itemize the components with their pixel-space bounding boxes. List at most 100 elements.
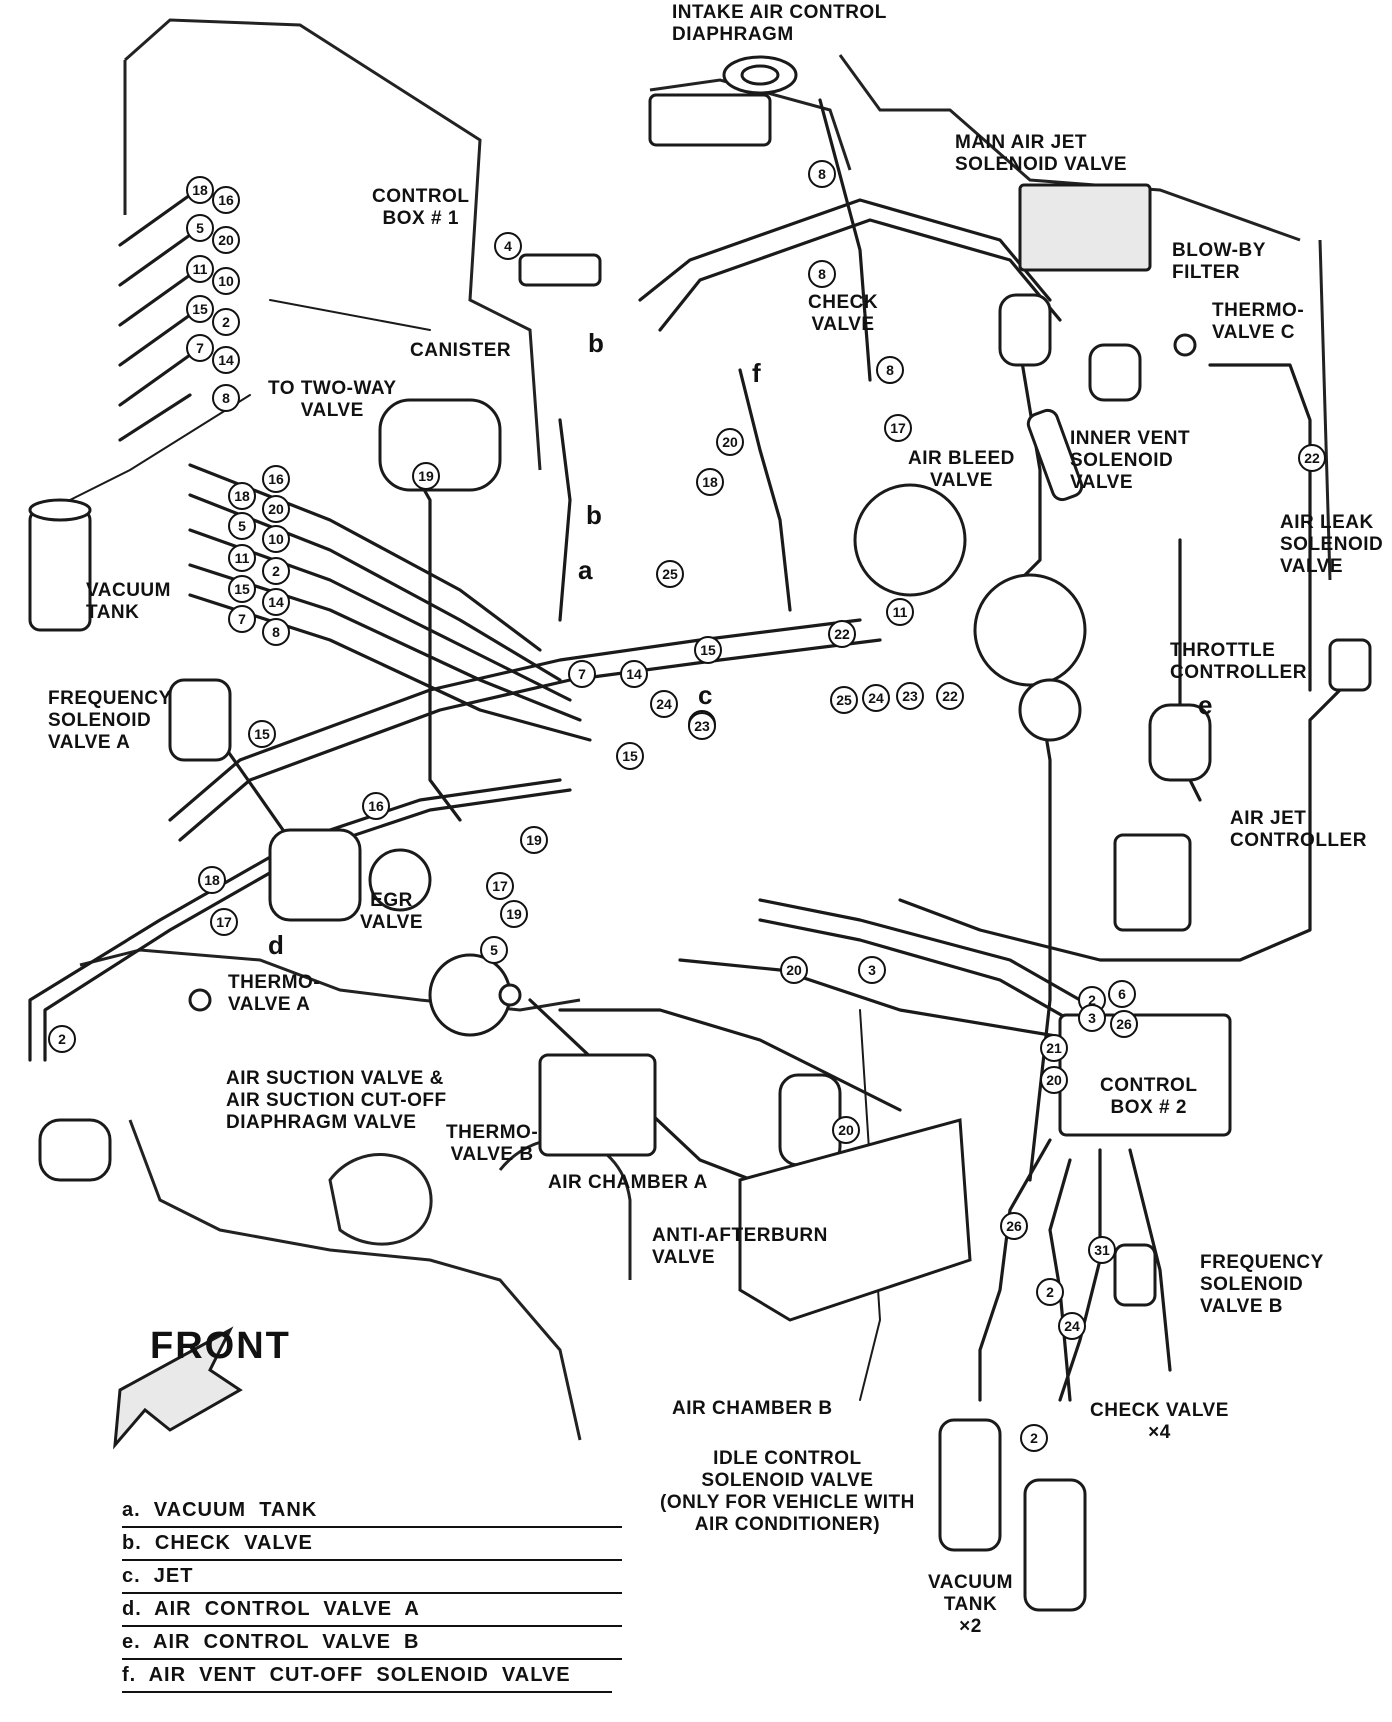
carburetor-1-icon (853, 483, 967, 597)
legend-item-e: e. AIR CONTROL VALVE B (122, 1627, 622, 1660)
hose-tag: 24 (862, 684, 890, 712)
hose-tag: 20 (780, 956, 808, 984)
front-label: FRONT (150, 1325, 291, 1367)
hose-tag: 25 (830, 686, 858, 714)
hose-tag: 8 (808, 260, 836, 288)
letter-e: e (1198, 690, 1213, 720)
hose-tag: 14 (212, 346, 240, 374)
hose-tag: 7 (568, 660, 596, 688)
thermo-valve-a-icon (188, 988, 212, 1012)
hose-tag: 2 (262, 557, 290, 585)
letter-d: d (268, 930, 284, 960)
label-idle-control-solenoid-valve: IDLE CONTROL SOLENOID VALVE (ONLY FOR VE… (660, 1448, 915, 1535)
intake-horn-icon (38, 1118, 112, 1182)
hose-tag: 8 (876, 356, 904, 384)
hose-tag: 17 (210, 908, 238, 936)
hose-tag: 23 (896, 682, 924, 710)
hose-tag: 2 (212, 308, 240, 336)
label-frequency-solenoid-valve-b: FREQUENCY SOLENOID VALVE B (1200, 1252, 1324, 1317)
air-suction-valve-icon (428, 953, 512, 1037)
label-air-chamber-b: AIR CHAMBER B (672, 1398, 833, 1419)
air-chamber-b-icon (738, 1118, 972, 1322)
legend-item-b: b. CHECK VALVE (122, 1528, 622, 1561)
hose-tag: 18 (186, 176, 214, 204)
label-egr-valve: EGR VALVE (360, 890, 424, 933)
hose-tag: 3 (1078, 1004, 1106, 1032)
label-vacuum-tank-left: VACUUM TANK (86, 580, 171, 623)
air-chamber-a-icon (538, 1053, 657, 1157)
hose-tag: 10 (212, 267, 240, 295)
label-main-air-jet-solenoid-valve: MAIN AIR JET SOLENOID VALVE (955, 132, 1128, 175)
hose-tag: 7 (228, 605, 256, 633)
vacuum-tank-1-icon (938, 1418, 1002, 1552)
hose-tag: 19 (500, 900, 528, 928)
label-anti-afterburn-valve: ANTI-AFTERBURN VALVE (652, 1225, 828, 1268)
inner-vent-solenoid-icon (1088, 343, 1142, 402)
blow-by-filter-icon (1018, 183, 1152, 272)
hose-tag: 18 (198, 866, 226, 894)
label-thermo-valve-a: THERMO- VALVE A (228, 972, 321, 1015)
hose-tag: 20 (1040, 1066, 1068, 1094)
hose-tag: 15 (186, 295, 214, 323)
hose-tag: 11 (186, 255, 214, 283)
hose-tag: 14 (262, 588, 290, 616)
hose-tag: 8 (808, 160, 836, 188)
throttle-controller-icon (1018, 678, 1082, 742)
hose-tag: 18 (228, 482, 256, 510)
hose-tag: 22 (1298, 444, 1326, 472)
hose-tag: 20 (832, 1116, 860, 1144)
frequency-solenoid-b-icon (1113, 1243, 1157, 1307)
hose-tag: 19 (520, 826, 548, 854)
hose-tag: 18 (696, 468, 724, 496)
air-control-valve-a-icon (268, 828, 362, 922)
hose-tag: 2 (1036, 1278, 1064, 1306)
label-control-box-1: CONTROL BOX # 1 (372, 186, 470, 229)
letter-b: b (586, 500, 602, 530)
hose-tag: 24 (1058, 1312, 1086, 1340)
hose-tag: 22 (936, 682, 964, 710)
vacuum-tank-2-icon (1023, 1478, 1087, 1612)
label-canister: CANISTER (410, 340, 512, 361)
hose-tag: 23 (688, 712, 716, 740)
hose-tag: 5 (186, 214, 214, 242)
hose-tag: 11 (228, 544, 256, 572)
hose-tag: 16 (362, 792, 390, 820)
letter-f: f (752, 358, 761, 388)
legend-item-f: f. AIR VENT CUT-OFF SOLENOID VALVE (122, 1660, 612, 1693)
hose-tag: 16 (262, 465, 290, 493)
label-intake-air-control-diaphragm: INTAKE AIR CONTROL DIAPHRAGM (672, 2, 887, 45)
label-vacuum-tank-x2: VACUUM TANK ×2 (928, 1572, 1013, 1637)
label-air-jet-controller: AIR JET CONTROLLER (1230, 808, 1367, 851)
label-inner-vent-solenoid-valve: INNER VENT SOLENOID VALVE (1070, 428, 1191, 493)
label-throttle-controller: THROTTLE CONTROLLER (1170, 640, 1307, 683)
legend-item-d: d. AIR CONTROL VALVE A (122, 1594, 622, 1627)
label-thermo-valve-b: THERMO- VALVE B (446, 1122, 539, 1165)
vacuum-hoses (28, 98, 1342, 1402)
hose-tag: 2 (1020, 1424, 1048, 1452)
hose-tag: 15 (694, 636, 722, 664)
hose-tag: 4 (494, 232, 522, 260)
hose-tag: 19 (412, 462, 440, 490)
hose-tag: 17 (486, 872, 514, 900)
hose-tag: 5 (228, 512, 256, 540)
legend-item-a: a. VACUUM TANK (122, 1495, 622, 1528)
label-blow-by-filter: BLOW-BY FILTER (1172, 240, 1266, 283)
hose-tag: 31 (1088, 1236, 1116, 1264)
label-control-box-2: CONTROL BOX # 2 (1100, 1075, 1198, 1118)
hose-tag: 5 (480, 936, 508, 964)
hose-tag: 21 (1040, 1034, 1068, 1062)
hose-tag: 2 (48, 1025, 76, 1053)
hose-tag: 6 (1108, 980, 1136, 1008)
carburetor-2-icon (973, 573, 1087, 687)
label-frequency-solenoid-valve-a: FREQUENCY SOLENOID VALVE A (48, 688, 172, 753)
hose-tag: 20 (716, 428, 744, 456)
label-check-valve-top: CHECK VALVE (808, 292, 879, 335)
hose-tag: 10 (262, 525, 290, 553)
egr-valve-icon (368, 848, 432, 912)
air-jet-controller-icon (1113, 833, 1192, 932)
letter-a: a (578, 555, 593, 585)
hose-tag: 20 (262, 495, 290, 523)
label-air-suction-valve: AIR SUCTION VALVE & AIR SUCTION CUT-OFF … (226, 1068, 447, 1133)
hose-tag: 17 (884, 414, 912, 442)
